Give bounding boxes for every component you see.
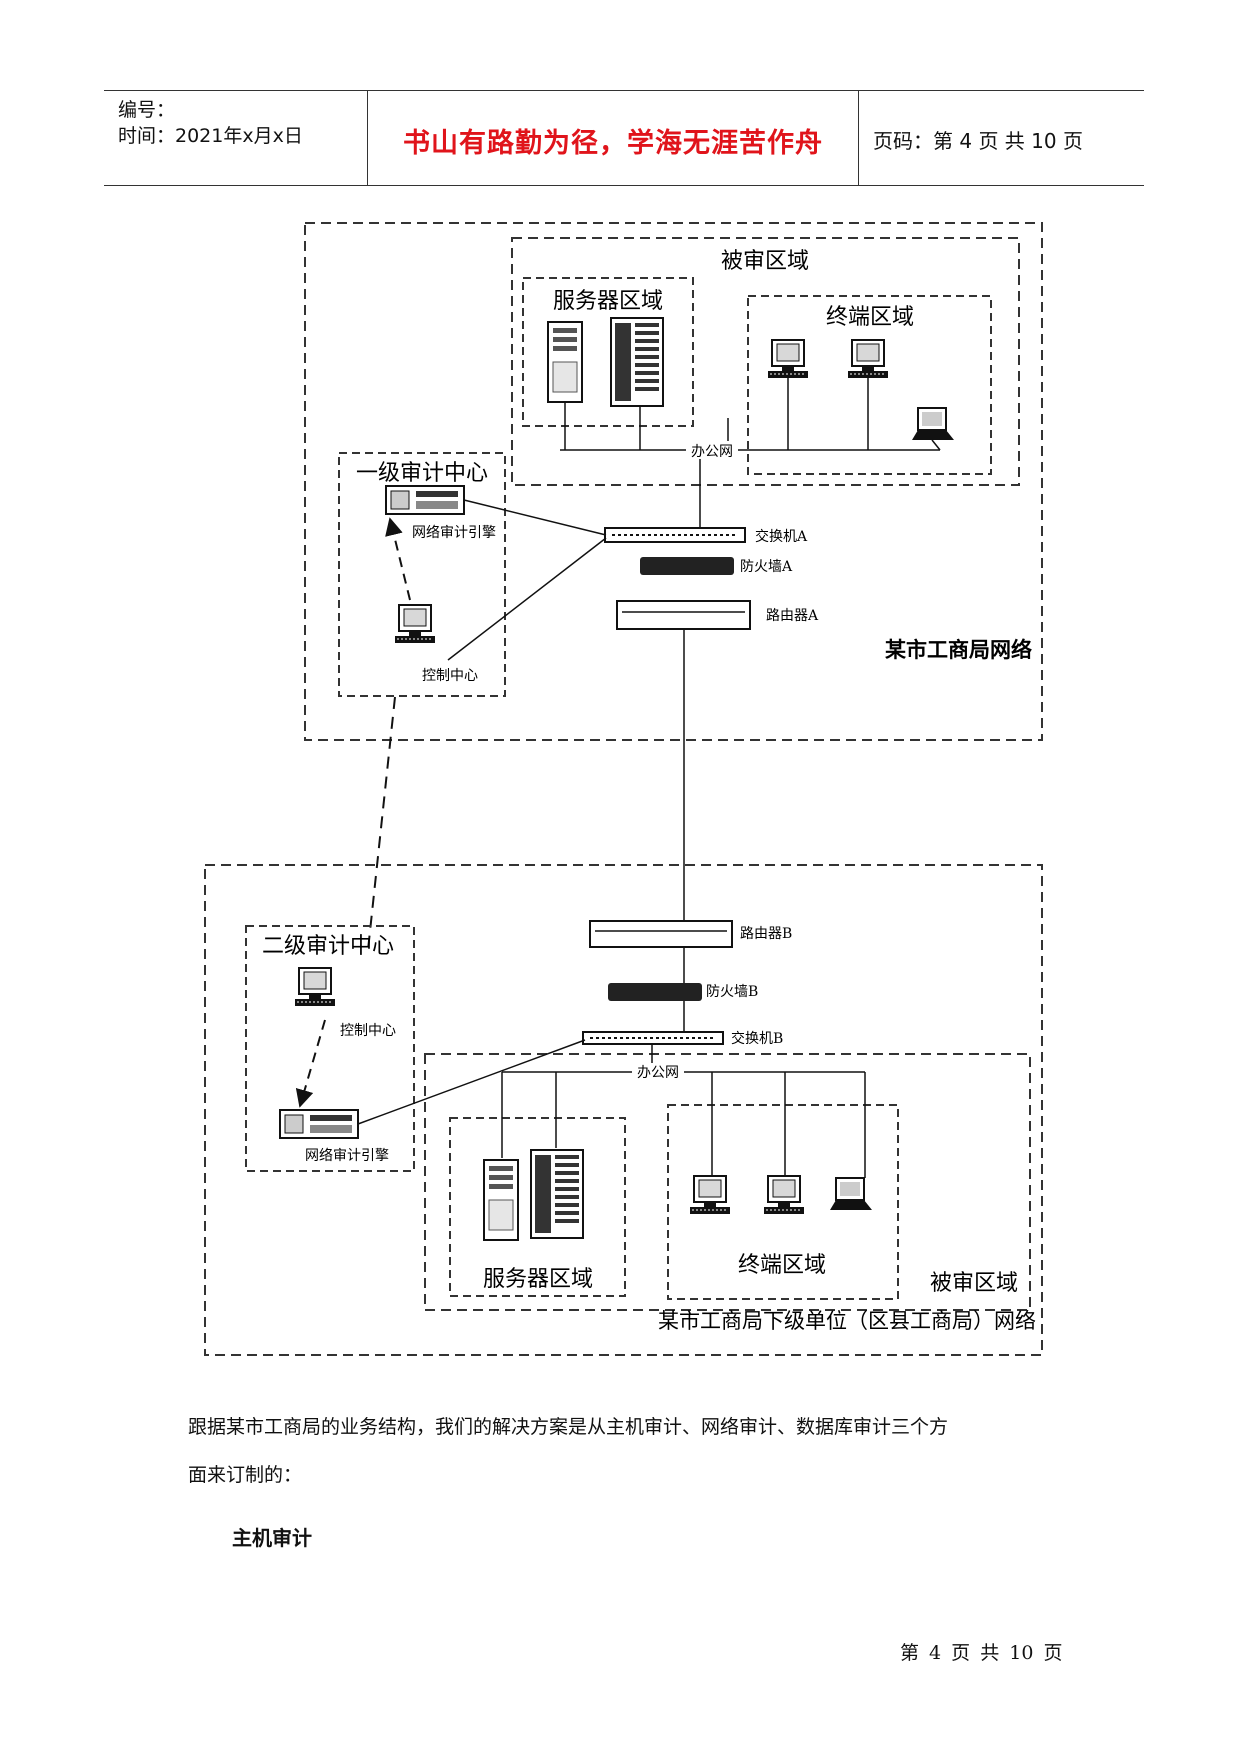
bottom-audited-zone-label: 被审区域 — [930, 1271, 1018, 1296]
page-footer: 第 4 页 共 10 页 — [900, 1642, 1063, 1664]
bottom-audited-zone — [424, 1053, 1031, 1311]
bottom-audit-center-label: 二级审计中心 — [262, 934, 394, 959]
switch-b-label: 交换机B — [731, 1030, 783, 1047]
bottom-office-net-label: 办公网 — [637, 1065, 679, 1081]
paragraph-line-2: 面来订制的： — [188, 1464, 303, 1486]
top-audited-zone-label: 被审区域 — [721, 249, 809, 274]
top-audit-engine-label: 网络审计引擎 — [412, 525, 496, 541]
bottom-terminal-laptop-icon — [829, 1177, 873, 1211]
bottom-server-zone-label: 服务器区域 — [483, 1267, 593, 1292]
header-motto-cell: 书山有路勤为径，学海无涯苦作舟 — [367, 91, 859, 185]
router-b-icon — [589, 920, 733, 948]
top-server-tower-icon — [547, 321, 583, 403]
switch-a-label: 交换机A — [755, 528, 808, 545]
firewall-b-icon — [608, 983, 702, 1001]
top-control-center-icon — [394, 604, 436, 644]
bottom-server-tower-icon — [483, 1159, 519, 1241]
bottom-control-center-label: 控制中心 — [340, 1023, 396, 1039]
top-office-net-label: 办公网 — [691, 444, 733, 460]
doc-number-label: 编号： — [118, 99, 176, 121]
doc-time-label: 时间：2021年x月x日 — [118, 125, 303, 147]
top-server-zone — [522, 277, 694, 427]
header-page-code: 页码：第 4 页 共 10 页 — [873, 129, 1083, 153]
bottom-control-center-icon — [294, 967, 336, 1007]
bottom-network-label: 某市工商局下级单位（区县工商局）网络 — [658, 1309, 1036, 1333]
top-terminal-pc-2-icon — [847, 339, 889, 379]
firewall-b-label: 防火墙B — [706, 984, 758, 1000]
top-server-rack-icon — [610, 317, 664, 407]
firewall-a-icon — [640, 557, 734, 575]
header-page-cell: 页码：第 4 页 共 10 页 — [859, 91, 1144, 185]
router-b-label: 路由器B — [740, 926, 792, 942]
top-control-center-label: 控制中心 — [422, 668, 478, 684]
firewall-a-label: 防火墙A — [740, 559, 793, 575]
top-terminal-zone-label: 终端区域 — [826, 305, 914, 330]
paragraph-line-1: 跟据某市工商局的业务结构，我们的解决方案是从主机审计、网络审计、数据库审计三个方 — [188, 1416, 949, 1438]
top-audit-center-label: 一级审计中心 — [356, 461, 488, 486]
router-a-icon — [616, 600, 751, 630]
top-audited-zone — [511, 237, 1020, 486]
bottom-server-rack-icon — [530, 1149, 584, 1239]
top-network-boundary — [304, 222, 1043, 741]
top-terminal-pc-1-icon — [767, 339, 809, 379]
top-server-zone-label: 服务器区域 — [553, 289, 663, 314]
top-network-label: 某市工商局网络 — [885, 637, 1032, 662]
bottom-terminal-zone — [667, 1104, 899, 1300]
bottom-terminal-pc-2-icon — [763, 1175, 805, 1215]
bottom-terminal-pc-1-icon — [689, 1175, 731, 1215]
bottom-audit-engine-label: 网络审计引擎 — [305, 1148, 389, 1164]
top-audit-engine-icon — [385, 485, 465, 515]
bottom-network-boundary — [204, 864, 1043, 1356]
bottom-server-zone — [449, 1117, 626, 1297]
header-motto: 书山有路勤为径，学海无涯苦作舟 — [403, 128, 823, 159]
section-heading: 主机审计 — [232, 1526, 312, 1550]
top-terminal-zone — [747, 295, 992, 475]
top-audit-center-box — [338, 452, 506, 697]
page-header: 编号： 时间：2021年x月x日 书山有路勤为径，学海无涯苦作舟 页码：第 4 … — [104, 90, 1144, 186]
bottom-audit-engine-icon — [279, 1109, 359, 1139]
router-a-label: 路由器A — [766, 608, 819, 624]
bottom-audit-center-box — [245, 925, 415, 1172]
top-terminal-laptop-icon — [911, 407, 955, 441]
bottom-terminal-zone-label: 终端区域 — [738, 1253, 826, 1278]
header-meta-cell: 编号： 时间：2021年x月x日 — [104, 91, 367, 185]
network-topology-diagram: 被审区域 服务器区域 终端区域 一级审计中心 某市工商局网络 办公网 交换机A … — [204, 222, 1043, 1356]
